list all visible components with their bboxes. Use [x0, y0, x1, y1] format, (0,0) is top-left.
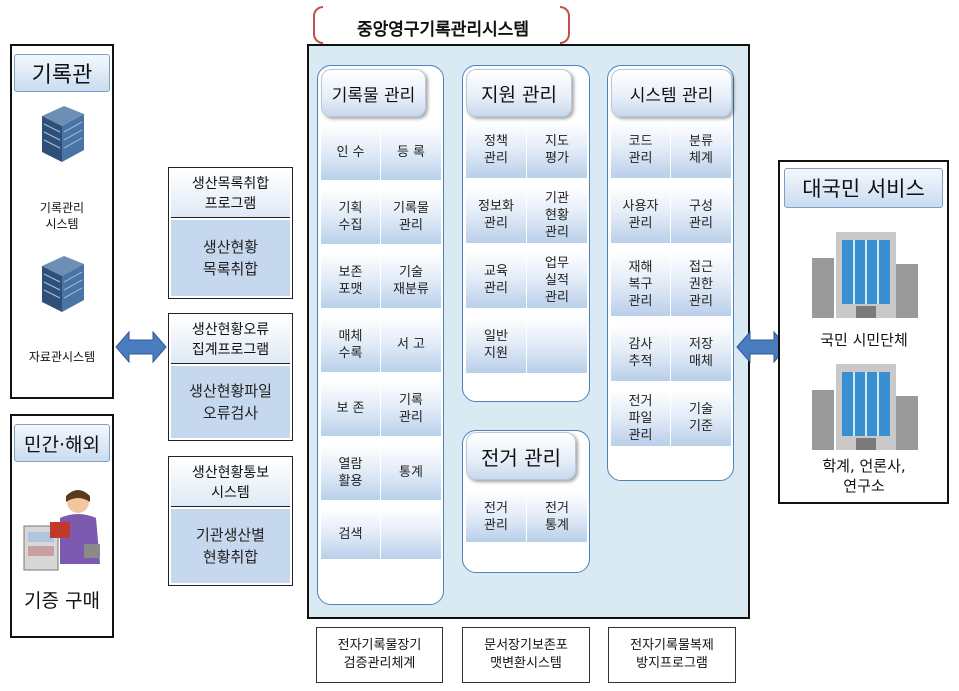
public-service-panel: 대국민 서비스 국민 시민단체 학계, 언론사, 연구소 — [778, 160, 949, 504]
archive-system-label: 기록관리 시스템 — [39, 201, 85, 231]
public-service-title: 대국민 서비스 — [784, 168, 943, 208]
records-cell: 열람 활용 — [321, 445, 381, 500]
support-management-title: 지원 관리 — [466, 69, 572, 117]
bottom-box-format-conversion: 문서장기보존포 맷변환시스템 — [462, 627, 590, 683]
private-overseas-title: 민간·해외 — [14, 424, 110, 462]
records-cell: 인 수 — [321, 125, 381, 180]
archives-panel: 기록관 기록관리 시스템 자료관시스템 — [10, 44, 114, 399]
program-head: 생산현황오류 집계프로그램 — [171, 316, 290, 364]
records-cell: 기록 관리 — [381, 381, 442, 436]
server-building-icon — [42, 256, 84, 312]
support-cell: 업무 실적 관리 — [527, 252, 588, 308]
office-building-icon — [812, 232, 918, 318]
program-box-production-list: 생산목록취합 프로그램 생산현황 목록취합 — [168, 167, 293, 299]
program-box-notification: 생산현황통보 시스템 기관생산별 현황취합 — [168, 456, 293, 586]
records-cell: 기술 재분류 — [381, 253, 442, 308]
data-center-system-label: 자료관시스템 — [28, 350, 96, 364]
system-cell: 코드 관리 — [611, 122, 671, 178]
electronic-cell: 전거 관리 — [466, 492, 527, 542]
records-cell: 매체 수록 — [321, 317, 381, 372]
system-cell: 재해 복구 관리 — [611, 252, 671, 316]
support-cell: 정책 관리 — [466, 122, 527, 178]
electronic-cell: 전거 통계 — [527, 492, 588, 542]
records-cell: 통계 — [381, 445, 442, 500]
system-cell: 접근 권한 관리 — [671, 252, 732, 316]
records-management-title: 기록물 관리 — [321, 69, 426, 117]
program-body: 기관생산별 현황취합 — [171, 509, 290, 583]
private-overseas-panel: 민간·해외 기증 구매 — [10, 414, 114, 638]
records-cell: 기록물 관리 — [381, 189, 442, 244]
support-cell: 지도 평가 — [527, 122, 588, 178]
program-body: 생산현황 목록취합 — [171, 220, 290, 296]
central-system-title: 중앙영구기록관리시스템 — [356, 19, 530, 40]
bottom-box-copy-protection: 전자기록물복제 방지프로그램 — [608, 627, 736, 683]
academia-media-label: 학계, 언론사, 연구소 — [822, 457, 906, 495]
records-cell — [381, 509, 442, 559]
records-cell: 서 고 — [381, 317, 442, 372]
system-cell: 감사 추적 — [611, 325, 671, 381]
support-cell: 일반 지원 — [466, 317, 527, 373]
program-body: 생산현황파일 오류검사 — [171, 366, 290, 438]
system-management-title: 시스템 관리 — [611, 69, 732, 117]
records-cell: 기획 수집 — [321, 189, 381, 244]
system-cell: 저장 매체 — [671, 325, 732, 381]
support-cell: 기관 현황 관리 — [527, 187, 588, 243]
office-building-icon — [812, 364, 918, 450]
support-cell: 교육 관리 — [466, 252, 527, 308]
authority-management-title: 전거 관리 — [466, 432, 576, 480]
records-cell: 등 록 — [381, 125, 442, 180]
records-cell: 보 존 — [321, 381, 381, 436]
person-with-books-icon — [23, 490, 100, 571]
system-cell: 구성 관리 — [671, 187, 732, 243]
records-cell: 검색 — [321, 509, 381, 559]
program-head: 생산현황통보 시스템 — [171, 459, 290, 507]
records-cell: 보존 포맷 — [321, 253, 381, 308]
system-cell: 기술 기준 — [671, 390, 732, 446]
program-box-error-count: 생산현황오류 집계프로그램 생산현황파일 오류검사 — [168, 313, 293, 441]
system-cell: 사용자 관리 — [611, 187, 671, 243]
server-building-icon — [42, 106, 84, 162]
archives-title: 기록관 — [14, 54, 110, 92]
donation-purchase-label: 기증 구매 — [24, 589, 100, 612]
left-double-arrow-icon — [115, 330, 167, 364]
title-brace-left — [313, 6, 323, 44]
system-cell: 전거 파일 관리 — [611, 390, 671, 446]
program-head: 생산목록취합 프로그램 — [171, 170, 290, 218]
support-cell — [527, 317, 588, 373]
support-cell: 정보화 관리 — [466, 187, 527, 243]
bottom-box-verification: 전자기록물장기 검증관리체계 — [316, 627, 443, 683]
citizen-groups-label: 국민 시민단체 — [820, 331, 908, 349]
system-cell: 분류 체계 — [671, 122, 732, 178]
